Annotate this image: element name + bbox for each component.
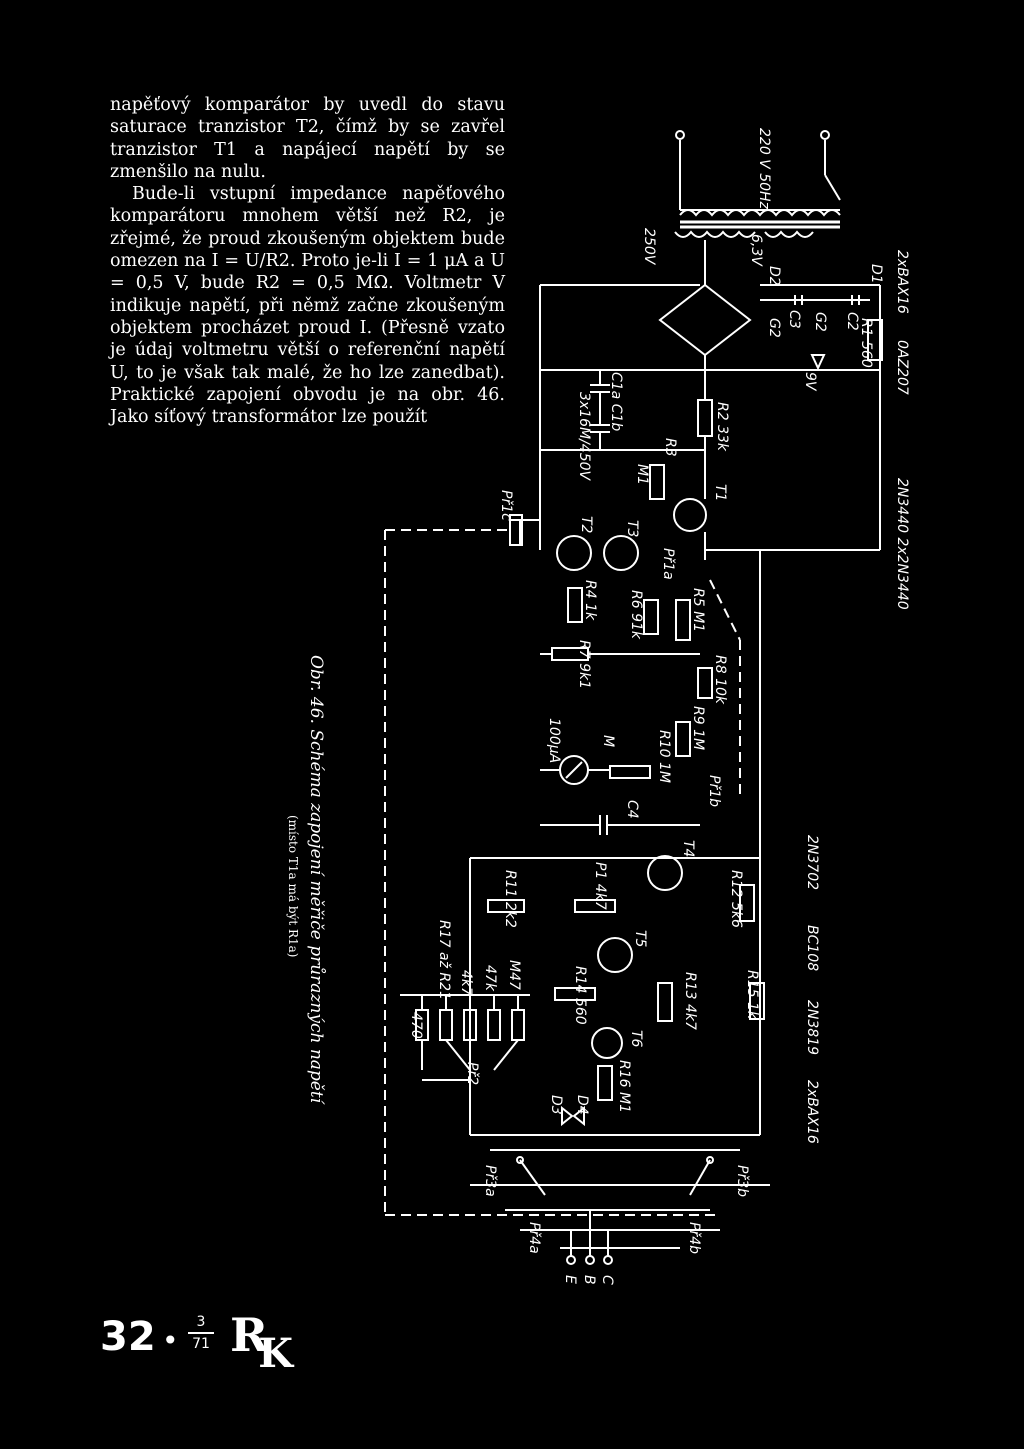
label-d2: D2 (766, 266, 782, 286)
label-c4: C4 (624, 800, 640, 819)
label-d4: D4 (574, 1095, 590, 1115)
label-r15: R15 1k (744, 970, 760, 1020)
label-2n3702: 2N3702 (804, 835, 820, 890)
label-r17-r21: R17 až R21 (436, 920, 452, 1000)
paragraph-line-1: napěťový komparátor by uvedl do stavu sa… (110, 95, 505, 182)
label-r3: R3 (662, 438, 678, 457)
label-2xbax16-top: 2xBAX16 (894, 250, 910, 314)
label-pr1b: Př1b (706, 775, 722, 807)
label-c3: C3 (786, 310, 802, 329)
logo-letter-r: R (230, 1308, 269, 1362)
label-pr4b: Př4b (686, 1222, 702, 1254)
logo-letter-k: K (258, 1330, 293, 1377)
label-r2: R2 33k (714, 402, 730, 452)
label-r7: R7 9k1 (576, 640, 592, 689)
terminal-b: B (581, 1275, 597, 1285)
label-t6: T6 (628, 1030, 644, 1048)
figure-note: (místo T1a má být R1a) (286, 815, 300, 958)
label-r13: R13 4k7 (682, 972, 698, 1030)
label-r14: R14 560 (572, 966, 588, 1025)
fraction-bar (188, 1332, 214, 1334)
magazine-logo: RK (230, 1308, 303, 1377)
label-470: 470 (408, 1012, 424, 1039)
label-47k: 47k (482, 965, 498, 992)
issue-year: 71 (192, 1336, 210, 1352)
label-2n3819: 2N3819 (804, 1000, 820, 1055)
label-g2-a: G2 (812, 312, 828, 332)
label-r4: R4 1k (582, 580, 598, 621)
label-d1: D1 (868, 264, 884, 284)
figure-caption: Obr. 46. Schéma zapojení měřiče průrazný… (306, 655, 326, 1104)
label-r5: R5 M1 (690, 588, 706, 632)
label-pr1a: Př1a (660, 548, 676, 580)
terminal-c: C (599, 1275, 615, 1285)
label-zener-9v: 9V (802, 372, 818, 392)
label-r9: R9 1M (690, 706, 706, 750)
label-4k7: 4k7 (458, 970, 474, 996)
label-pr3b: Př3b (734, 1165, 750, 1197)
label-r12: R12 5k6 (728, 870, 744, 928)
label-2xbax16-bottom: 2xBAX16 (804, 1080, 820, 1144)
label-d3: D3 (548, 1095, 564, 1115)
label-0az207: 0AZ207 (894, 340, 910, 395)
label-r6: R6 91k (628, 590, 644, 640)
label-cap-values: 3x16M/450V (576, 392, 592, 482)
label-bc108: BC108 (804, 925, 820, 971)
label-t3: T3 (624, 520, 640, 537)
label-c2: C2 (844, 312, 860, 331)
label-pr2: Př2 (464, 1062, 480, 1085)
label-pr4a: Př4a (526, 1222, 542, 1254)
label-pr3a: Př3a (482, 1165, 498, 1197)
label-t4: T4 (680, 840, 696, 857)
label-r10: R10 1M (656, 730, 672, 783)
terminal-e: E (562, 1275, 578, 1284)
label-meter: M (600, 735, 616, 747)
label-r16: R16 M1 (616, 1060, 632, 1113)
label-t2: T2 (578, 516, 594, 534)
label-pr1c: Př1c (498, 490, 514, 521)
label-mains: 220 V 50Hz (756, 128, 772, 210)
body-paragraph: napěťový komparátor by uvedl do stavu sa… (110, 94, 505, 428)
label-r1: R1 560 (858, 318, 874, 368)
label-m1: M1 (634, 464, 650, 485)
issue-fraction: 3 71 (188, 1314, 214, 1352)
label-p1: P1 4k7 (592, 862, 608, 910)
label-t1: T1 (712, 484, 728, 501)
paragraph-line-2: Bude-li vstupní impedance napěťového kom… (110, 184, 505, 428)
label-250v: 250V (641, 228, 657, 266)
label-m47: M47 (506, 960, 522, 990)
page-number: 32 (100, 1314, 156, 1360)
label-2n3440: 2N3440 2x2N3440 (894, 478, 910, 610)
label-t5: T5 (632, 930, 648, 948)
label-meter-value: 100μA (546, 718, 562, 763)
label-g2-b: G2 (766, 318, 782, 338)
label-r11: R11 2k2 (502, 870, 518, 928)
bullet: • (162, 1324, 179, 1357)
label-c1: C1a C1b (608, 372, 624, 431)
label-63v: 6,3V (748, 234, 764, 267)
issue-number: 3 (196, 1314, 206, 1330)
label-r8: R8 10k (712, 655, 728, 705)
